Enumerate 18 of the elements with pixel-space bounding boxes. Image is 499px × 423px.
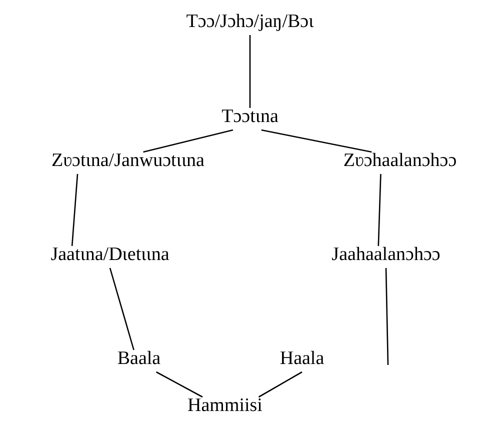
node-label: Jaatɩna/Dɩetɩɩna: [50, 244, 170, 266]
connector-line: [143, 129, 234, 153]
connector-line: [109, 268, 134, 350]
node-label: Baala: [117, 348, 161, 370]
node-label: Tɔɔ/Jɔhɔ/jaŋ/Bɔɩ: [186, 11, 314, 33]
node-label: Hammiisi: [188, 395, 262, 417]
node-label: Haala: [280, 348, 324, 370]
node-label: Zʋɔhaalanɔhɔɔ: [343, 150, 457, 172]
connector-line: [156, 371, 203, 398]
connector-line: [378, 174, 382, 246]
connector-line: [249, 35, 251, 108]
connector-line: [71, 174, 78, 246]
node-label: Zʋɔtɩna/Janwuɔtɩɩna: [52, 150, 204, 172]
node-label: Tɔɔtɩna: [222, 106, 278, 128]
connector-line: [258, 371, 302, 398]
node-label: Jaahaalanɔhɔɔ: [332, 244, 440, 266]
connector-line: [385, 268, 389, 366]
connector-line: [261, 129, 372, 153]
